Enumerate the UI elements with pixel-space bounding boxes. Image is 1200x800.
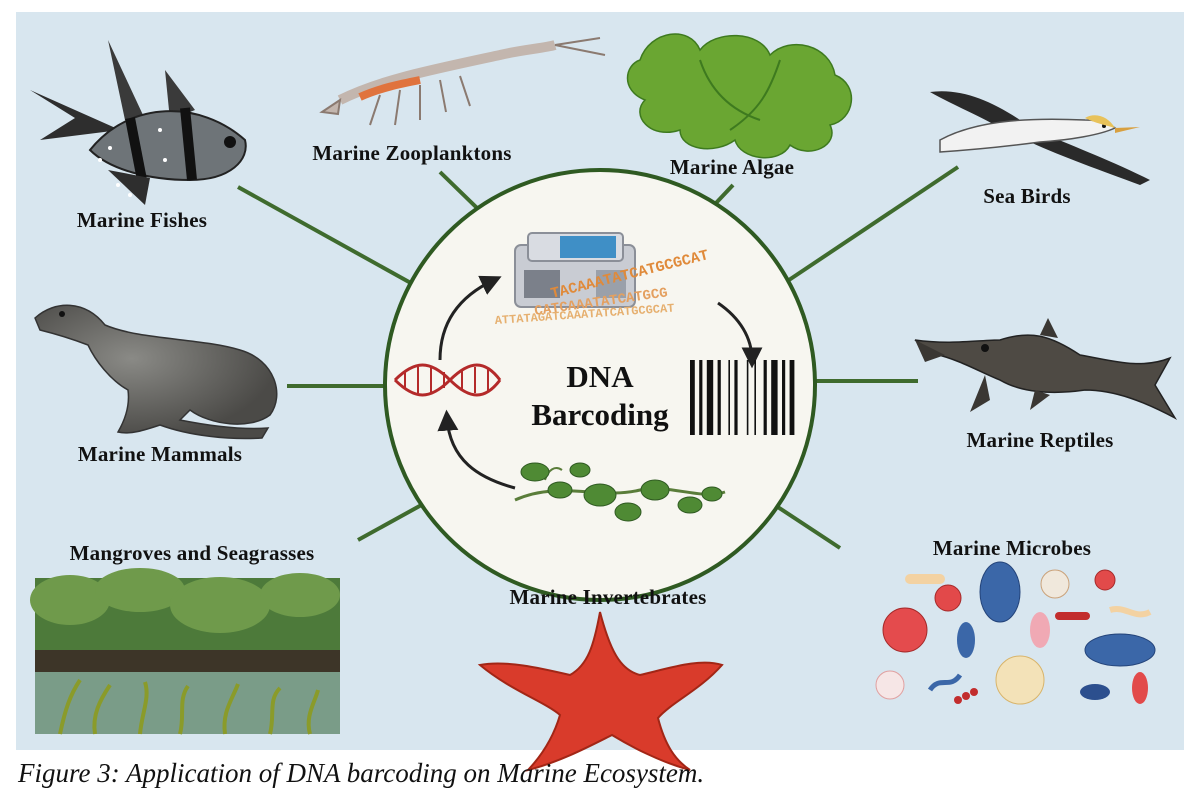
label-marine-algae: Marine Algae xyxy=(669,155,795,179)
barcode-bar xyxy=(754,360,756,435)
barcode-bar xyxy=(706,360,714,435)
starfish-illustration xyxy=(477,611,724,772)
plant-vine-icon xyxy=(514,462,726,522)
seabird-illustration xyxy=(930,91,1150,185)
fish-illustration xyxy=(30,40,247,205)
barcode-bar xyxy=(789,360,795,435)
arrow-sequencer-to-barcode xyxy=(717,301,763,369)
barcode-bar xyxy=(734,360,738,435)
connector-birds xyxy=(772,165,960,292)
label-sea-birds: Sea Birds xyxy=(983,184,1071,208)
arrow-dna-to-sequencer xyxy=(438,275,502,361)
sealion-illustration xyxy=(34,304,278,440)
krill-illustration xyxy=(319,37,606,126)
barcode-icon xyxy=(690,360,795,435)
label-mangroves-seagrasses: Mangroves and Seagrasses xyxy=(69,541,315,565)
center-title-line2: Barcoding xyxy=(531,397,669,432)
label-marine-microbes: Marine Microbes xyxy=(932,536,1092,560)
sequencer-icon xyxy=(514,232,636,308)
connector-fishes xyxy=(237,185,428,294)
barcode-bar xyxy=(746,360,749,435)
barcode-bar xyxy=(771,360,778,435)
center-title-line1: DNA xyxy=(566,359,634,394)
barcode-bar xyxy=(717,360,721,435)
dna-helix-icon xyxy=(393,363,502,397)
label-marine-invertebrates: Marine Invertebrates xyxy=(509,585,707,609)
barcode-bar xyxy=(782,360,786,435)
label-marine-mammals: Marine Mammals xyxy=(77,442,243,466)
barcode-bar xyxy=(690,360,695,435)
label-marine-reptiles: Marine Reptiles xyxy=(966,428,1114,452)
barcode-bar xyxy=(763,360,767,435)
label-marine-fishes: Marine Fishes xyxy=(76,208,208,232)
cycle-arrows xyxy=(437,275,763,490)
algae-illustration xyxy=(626,33,852,159)
barcode-bar xyxy=(699,360,703,435)
arrow-plant-to-dna xyxy=(437,409,516,490)
barcode-bar xyxy=(728,360,730,435)
figure-caption: Figure 3: Application of DNA barcoding o… xyxy=(18,758,705,788)
microbes-illustration xyxy=(875,561,1156,705)
center-title: DNA Barcoding xyxy=(531,358,668,434)
label-marine-zooplanktons: Marine Zooplanktons xyxy=(312,141,512,165)
mangrove-photo xyxy=(30,568,340,735)
reptile-illustration xyxy=(914,318,1178,420)
